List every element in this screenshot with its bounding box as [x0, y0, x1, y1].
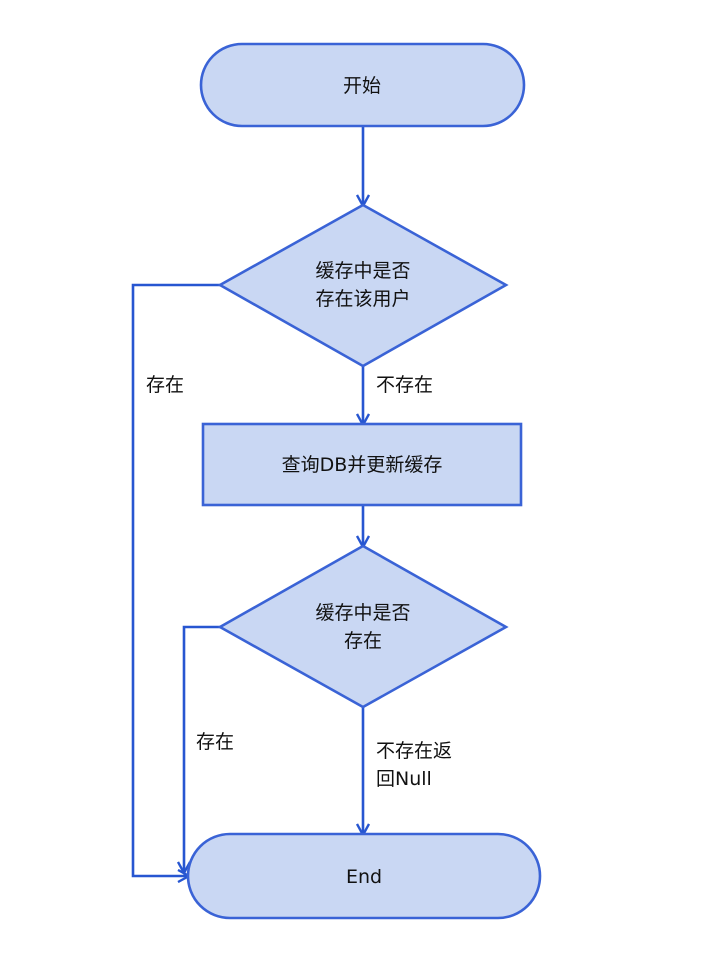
- decision1-label-line1: 缓存中是否: [315, 260, 410, 282]
- decision2-label-line1: 缓存中是否: [315, 602, 410, 624]
- start-label: 开始: [343, 75, 381, 97]
- edge-label-d1-no: 不存在: [376, 374, 433, 396]
- edge-label-d1-yes: 存在: [146, 374, 184, 396]
- decision2-label-line2: 存在: [344, 630, 382, 652]
- edge-label-d2-no-line2: 回Null: [376, 768, 432, 790]
- decision1-node: 缓存中是否 存在该用户: [217, 203, 509, 368]
- decision1-label-line2: 存在该用户: [315, 288, 410, 310]
- edge-label-d2-yes: 存在: [196, 731, 234, 753]
- edge-decision1-yes-to-end: [131, 283, 220, 876]
- end-label: End: [346, 866, 382, 888]
- end-node: End: [186, 832, 542, 920]
- process-label: 查询DB并更新缓存: [282, 454, 443, 476]
- process-node: 查询DB并更新缓存: [201, 422, 523, 507]
- decision2-node: 缓存中是否 存在: [217, 544, 509, 709]
- edge-decision2-yes-to-end: [184, 625, 220, 872]
- start-node: 开始: [199, 42, 526, 128]
- edge-label-d2-no-line1: 不存在返: [376, 740, 452, 762]
